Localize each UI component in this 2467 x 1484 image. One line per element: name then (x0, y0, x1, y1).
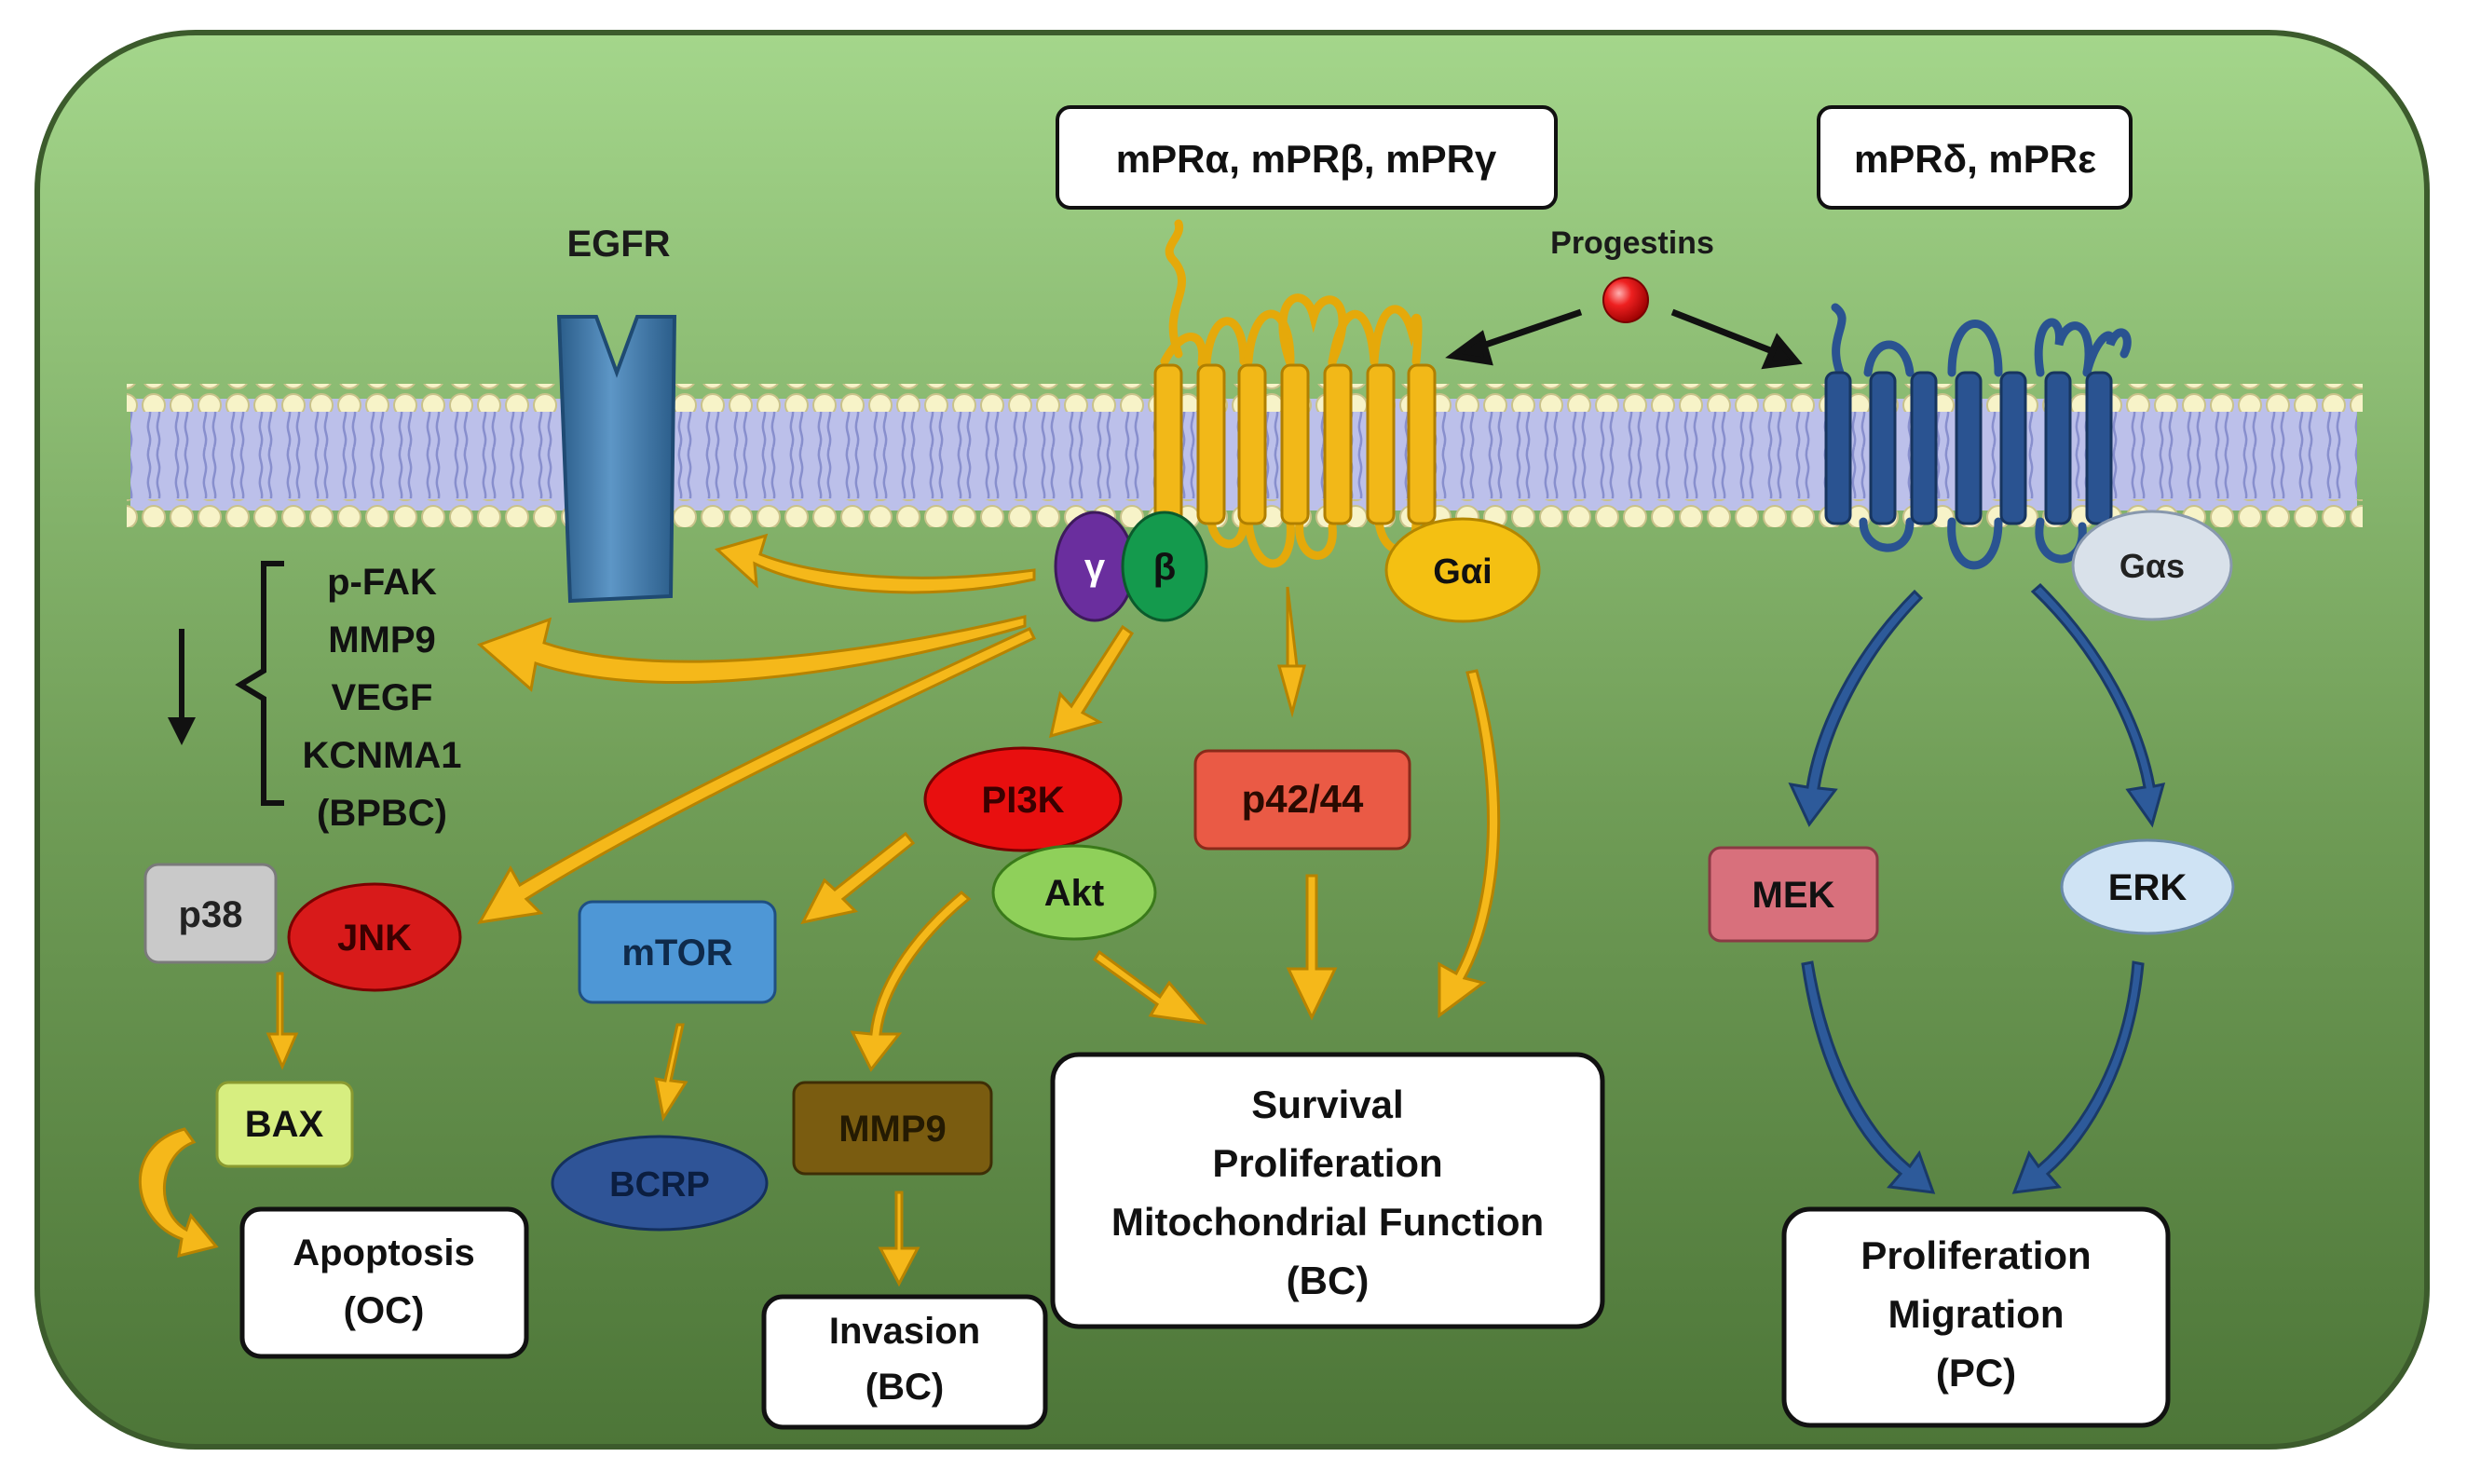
survival-line-2: Proliferation (1212, 1141, 1442, 1185)
outcome-proliferation: Proliferation Migration (PC) (1781, 1206, 2171, 1428)
list-item-bpbc: (BPBC) (317, 793, 447, 834)
arrow-bg-to-jnk (477, 627, 1037, 924)
outcome-survival: Survival Proliferation Mitochondrial Fun… (1050, 1052, 1605, 1329)
list-item-kcnma1: KCNMA1 (302, 735, 461, 776)
survival-line-4: (BC) (1287, 1259, 1370, 1302)
arrow-mek-to-prolif (1801, 960, 1936, 1194)
arrow-bax-to-apoptosis (138, 1127, 219, 1259)
g-alpha-i-label: Gαi (1433, 552, 1492, 592)
down-arrow-icon (168, 629, 196, 745)
node-jnk: JNK (287, 882, 462, 992)
jnk-label: JNK (337, 918, 412, 959)
list-item-pfak: p-FAK (327, 562, 437, 603)
progestins-label: Progestins (1550, 225, 1714, 261)
invasion-line-1: Invasion (829, 1311, 980, 1352)
arrow-mmp9-to-invasion (878, 1191, 920, 1287)
gamma-subunit: γ (1054, 511, 1136, 622)
egfr-label: EGFR (566, 224, 670, 265)
mek-label: MEK (1752, 875, 1835, 916)
proliferation-line-3: (PC) (1936, 1351, 2016, 1395)
beta-label: β (1153, 547, 1176, 588)
arrow-mpr-to-mek (1788, 589, 1924, 827)
arrow-mpr-to-erk (2030, 582, 2166, 828)
ligand-sphere-icon (1602, 277, 1649, 323)
signal-arrows-yellow (138, 533, 1501, 1287)
arrow-beta-to-pi3k (1048, 624, 1135, 739)
node-pi3k: PI3K (923, 746, 1123, 852)
arrow-mtor-to-bcrp (654, 1023, 688, 1123)
survival-line-3: Mitochondrial Function (1111, 1200, 1544, 1244)
mpr-other-helices (1824, 371, 2113, 525)
node-erk: ERK (2060, 838, 2235, 935)
mpr-other-box: mPRδ, mPRε (1817, 105, 2133, 210)
node-mmp9: MMP9 (792, 1081, 993, 1176)
g-alpha-s: Gαs (2071, 510, 2233, 621)
outcome-apoptosis: Apoptosis (OC) (239, 1206, 529, 1359)
mpr-other-label: mPRδ, mPRε (1854, 137, 2096, 181)
ligand-arrows (1445, 308, 1803, 370)
mpr-classic-label: mPRα, mPRβ, mPRγ (1116, 137, 1497, 181)
bcrp-label: BCRP (609, 1165, 710, 1205)
survival-line-1: Survival (1251, 1082, 1403, 1126)
mpr-classic-helices (1153, 363, 1437, 525)
apoptosis-line-1: Apoptosis (293, 1232, 475, 1273)
mpr-classic-receptor (1160, 219, 1423, 568)
signal-arrows-blue (1788, 582, 2166, 1194)
arrow-bg-to-list (477, 615, 1027, 692)
apoptosis-line-2: (OC) (344, 1290, 425, 1331)
arrow-gai-to-survival (1438, 669, 1501, 1018)
node-p38: p38 (143, 863, 278, 964)
g-alpha-i: Gαi (1384, 517, 1541, 623)
bracket-icon (235, 561, 284, 806)
invasion-line-2: (BC) (865, 1367, 944, 1408)
arrow-pi3k-to-mtor (800, 831, 916, 925)
bax-label: BAX (245, 1104, 324, 1145)
proliferation-line-2: Migration (1888, 1292, 2065, 1336)
node-p4244: p42/44 (1193, 749, 1411, 851)
arrow-p4244-to-survival (1286, 874, 1338, 1021)
erk-label: ERK (2108, 867, 2188, 908)
arrow-akt-to-mmp9 (850, 891, 972, 1072)
list-item-vegf: VEGF (332, 677, 433, 718)
mmp9-label: MMP9 (838, 1109, 947, 1150)
gamma-label: γ (1084, 547, 1106, 588)
arrow-jnk-to-bax (266, 972, 299, 1070)
mpr-classic-box: mPRα, mPRβ, mPRγ (1056, 105, 1558, 210)
akt-label: Akt (1044, 873, 1104, 914)
node-bax: BAX (215, 1081, 354, 1168)
pi3k-label: PI3K (982, 780, 1065, 821)
p38-label: p38 (179, 894, 243, 935)
downregulated-group: p-FAK MMP9 VEGF KCNMA1 (BPBC) (168, 561, 462, 834)
outcome-invasion: Invasion (BC) (761, 1294, 1048, 1430)
mtor-label: mTOR (621, 933, 732, 973)
arrow-bg-to-egfr (714, 533, 1036, 594)
proliferation-line-1: Proliferation (1860, 1233, 2091, 1277)
egfr-receptor (556, 315, 677, 604)
arrow-receptor-to-p4244 (1277, 586, 1306, 718)
g-alpha-s-label: Gαs (2119, 547, 2185, 585)
arrow-akt-to-survival (1092, 949, 1207, 1026)
beta-subunit: β (1121, 511, 1208, 622)
node-mtor: mTOR (578, 900, 777, 1004)
arrow-erk-to-prolif (2011, 960, 2145, 1194)
node-bcrp: BCRP (551, 1135, 769, 1232)
list-item-mmp9: MMP9 (328, 619, 436, 660)
p4244-label: p42/44 (1242, 777, 1364, 821)
node-akt: Akt (991, 844, 1157, 941)
node-mek: MEK (1708, 846, 1879, 943)
